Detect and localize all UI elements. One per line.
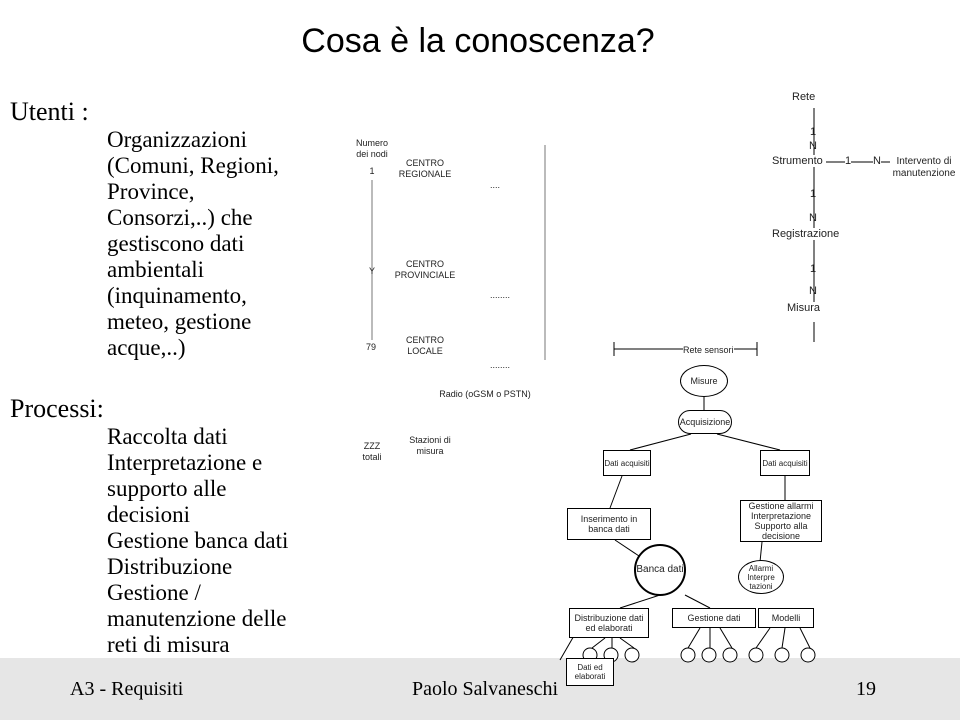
distribuzione-node: Distribuzione dati ed elaborati bbox=[569, 608, 649, 638]
utenti-line: gestiscono dati bbox=[107, 231, 245, 256]
er-rete: Rete bbox=[792, 91, 816, 103]
allarmi-node: Allarmi Interpre tazioni bbox=[738, 560, 784, 594]
count-y: Y bbox=[368, 266, 375, 276]
dots-regionale: .... bbox=[490, 180, 501, 190]
er-card-1: 1 bbox=[810, 126, 817, 138]
slide-title: Cosa è la conoscenza? bbox=[301, 22, 655, 60]
utenti-line: Consorzi,..) che bbox=[107, 205, 253, 230]
utenti-line: meteo, gestione bbox=[107, 309, 252, 334]
processi-item: Interpretazione e bbox=[107, 450, 263, 475]
modelli-node: Modelli bbox=[758, 608, 814, 628]
dots-locale: ........ bbox=[490, 360, 511, 370]
processi-item: Distribuzione bbox=[107, 554, 233, 579]
dots-provinciale: ........ bbox=[490, 290, 511, 300]
rete-sensori-label: Rete sensori bbox=[683, 345, 734, 356]
er-strumento: Strumento bbox=[770, 155, 825, 167]
utenti-line: ambientali bbox=[107, 257, 205, 282]
footer-author: Paolo Salvaneschi bbox=[412, 678, 559, 700]
processi-item: Gestione banca dati bbox=[107, 528, 289, 553]
numero-nodi-label: Numero dei nodi bbox=[355, 138, 388, 159]
misure-node: Misure bbox=[680, 365, 728, 397]
er-card-1c: 1 bbox=[810, 188, 817, 200]
radio-label: Radio (oGSM o PSTN) bbox=[439, 389, 531, 399]
count-79: 79 bbox=[365, 342, 376, 352]
processi-list: Raccolta dati Interpretazione e supporto… bbox=[107, 424, 288, 658]
utenti-line: (inquinamento, bbox=[107, 283, 247, 308]
processi-item: Gestione / bbox=[107, 580, 201, 605]
utenti-line: acque,..) bbox=[107, 335, 186, 360]
processi-item: supporto alle bbox=[107, 476, 227, 501]
er-card-nc: N bbox=[809, 212, 817, 224]
utenti-text: Organizzazioni (Comuni, Regioni, Provinc… bbox=[107, 127, 279, 361]
utenti-line: Organizzazioni bbox=[107, 127, 248, 152]
footer-section: A3 - Requisiti bbox=[70, 678, 184, 700]
er-card-1b: 1 bbox=[845, 155, 852, 167]
er-registrazione: Registrazione bbox=[770, 228, 842, 240]
er-intervento: Intervento di manutenzione bbox=[892, 156, 956, 179]
gestione-allarmi-node: Gestione allarmi Interpretazione Support… bbox=[740, 500, 822, 542]
er-card-n: N bbox=[809, 140, 817, 152]
dati-acquisiti-left: Dati acquisiti bbox=[603, 450, 651, 476]
centro-regionale-node: CENTRO REGIONALE bbox=[396, 155, 454, 183]
er-card-1d: 1 bbox=[810, 263, 817, 275]
centro-locale-node: CENTRO LOCALE bbox=[396, 332, 454, 360]
zzz-label: ZZZ totali bbox=[362, 441, 382, 462]
footer-band bbox=[0, 658, 960, 720]
inserimento-node: Inserimento in banca dati bbox=[567, 508, 651, 540]
er-card-nb: N bbox=[873, 155, 881, 167]
page-number: 19 bbox=[856, 678, 876, 700]
processi-heading: Processi: bbox=[10, 394, 104, 423]
gestione-dati-node: Gestione dati bbox=[672, 608, 756, 628]
banca-dati-node: Banca dati bbox=[634, 544, 686, 596]
processi-item: Raccolta dati bbox=[107, 424, 228, 449]
er-misura: Misura bbox=[785, 302, 823, 314]
centro-provinciale-node: CENTRO PROVINCIALE bbox=[395, 256, 455, 284]
stazioni-node: Stazioni di misura bbox=[396, 435, 464, 457]
utenti-line: Province, bbox=[107, 179, 195, 204]
utenti-heading: Utenti : bbox=[10, 97, 89, 126]
processi-item: manutenzione delle bbox=[107, 606, 287, 631]
er-card-nd: N bbox=[809, 285, 817, 297]
count-1: 1 bbox=[369, 166, 375, 176]
acquisizione-node: Acquisizione bbox=[678, 410, 732, 434]
processi-item: reti di misura bbox=[107, 632, 230, 657]
utenti-line: (Comuni, Regioni, bbox=[107, 153, 279, 178]
processi-item: decisioni bbox=[107, 502, 191, 527]
dati-elaborati-node: Dati ed elaborati bbox=[566, 658, 614, 686]
dati-acquisiti-right: Dati acquisiti bbox=[760, 450, 810, 476]
